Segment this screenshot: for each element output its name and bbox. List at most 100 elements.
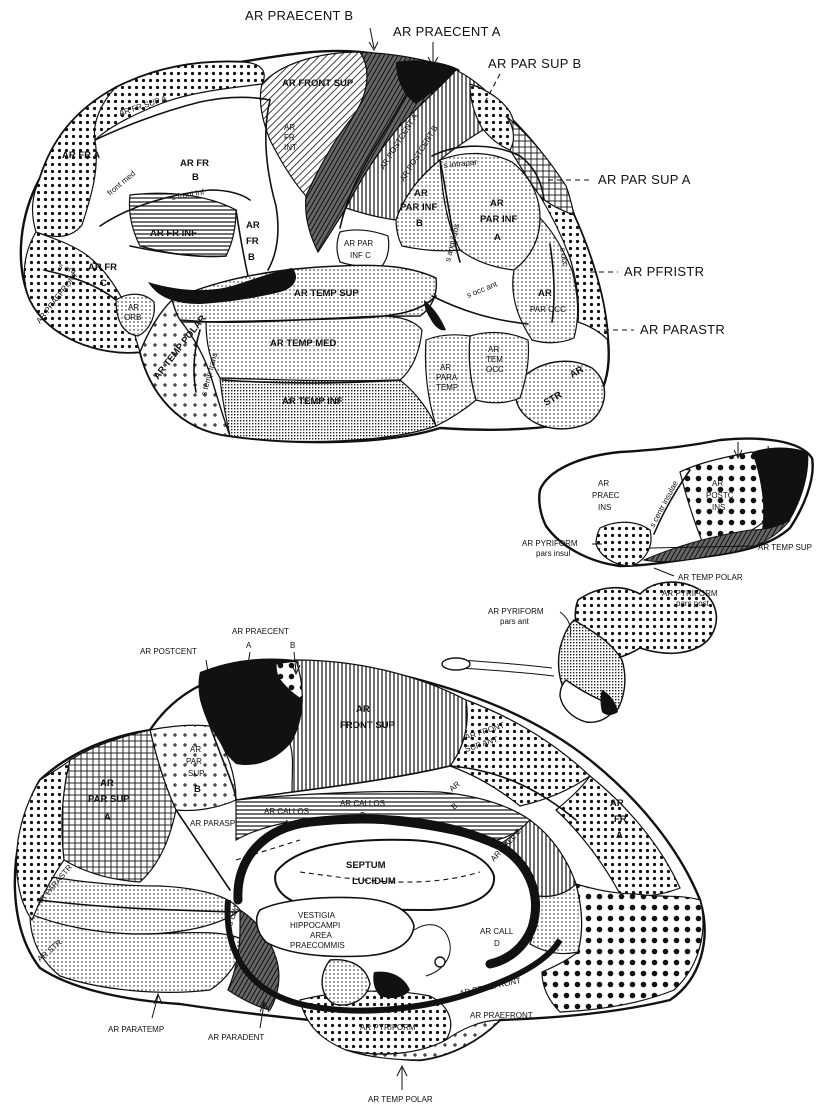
label-medial-callos-a-2: A [284, 819, 290, 828]
callout-parastr: AR PARASTR [640, 322, 725, 337]
label-medial-praecent-a: A [246, 641, 252, 650]
label-fr-c-1: AR FR [88, 262, 117, 273]
label-medial-paradent: AR PARADENT [208, 1033, 264, 1042]
label-medial-par-sup-b-3: SUP [188, 769, 204, 778]
label-fr-a: AR FR A [62, 150, 100, 161]
label-medial-fr-a-3: A [616, 830, 623, 841]
optic-nerve [460, 660, 554, 676]
label-par-inf-b-1: AR [414, 188, 428, 199]
label-fr-c-2: C [100, 278, 107, 289]
label-fr-int-1: AR [284, 123, 295, 132]
label-vestigia-3: AREA [310, 931, 332, 940]
label-medial-front-sup-2: FRONT SUP [340, 720, 396, 731]
label-fr-b2-1: AR [246, 220, 260, 231]
label-medial-call-d-2: D [494, 939, 500, 948]
label-medial-par-sup-b-4: B [194, 784, 201, 795]
label-medial-temp-polar: AR TEMP POLAR [368, 1095, 433, 1104]
callout-praecent-a: AR PRAECENT A [393, 24, 501, 39]
label-medial-fr-a-1: AR [610, 798, 624, 809]
callout-par-sup-b: AR PAR SUP B [488, 56, 581, 71]
ar-pyriform-insul-region [596, 522, 651, 566]
label-medial-call-d-1: AR CALL [480, 927, 514, 936]
label-medial-praecent: AR PRAECENT [232, 627, 289, 636]
label-fr-inf: AR FR INF [150, 228, 197, 239]
label-medial-parasp: AR PARASPL [190, 819, 240, 828]
label-postc-ins-2: POSTC [706, 491, 734, 500]
label-pyriform-insul-2: pars insul [536, 549, 570, 558]
label-insula-temp-sup: AR TEMP SUP [758, 543, 812, 552]
label-fr-b-1: AR FR [180, 158, 209, 169]
ar-fr-inf-region [129, 193, 236, 256]
label-septum-2: LUCIDUM [352, 876, 396, 887]
diagonal-dash [236, 840, 300, 860]
anterior-commissure [435, 957, 445, 967]
label-s-occ-ant: s occ ant [465, 279, 499, 300]
callout-par-sup-a: AR PAR SUP A [598, 172, 691, 187]
temp-black-notch [424, 300, 446, 330]
label-medial-par-sup-b-1: AR [190, 745, 201, 754]
arrow-medial-paratemp [152, 994, 162, 1018]
arrow-medial-temp-polar [397, 1066, 407, 1090]
label-medial-praecent-b: B [290, 641, 295, 650]
label-fr-int-3: INT [284, 143, 297, 152]
label-praec-ins-2: PRAEC [592, 491, 620, 500]
label-tem-occ-1: AR [488, 345, 499, 354]
sulcus-occ-ant [432, 296, 528, 324]
label-medial-par-sup-b-2: PAR [186, 757, 202, 766]
label-s-centr-ins: s centr insulae [648, 479, 680, 529]
label-par-inf-a-2: PAR INF [480, 214, 517, 225]
label-pyriform-insul-1: AR PYRIFORM [522, 539, 578, 548]
midbrain-black [373, 972, 410, 998]
label-vestigia-1: VESTIGIA [298, 911, 336, 920]
label-par-occ-2: PAR OCC [530, 305, 566, 314]
ar-praefront-region [24, 232, 140, 353]
label-vestigia-2: HIPPOCAMPI [290, 921, 340, 930]
label-medial-praefront-2: AR PRAEFRONT [470, 1011, 533, 1020]
label-tem-occ-3: OCC [486, 365, 504, 374]
label-pyriform-post-2: pars post [676, 599, 710, 608]
label-medial-pyriform: AR PYRIFORM [360, 1023, 416, 1032]
label-para-temp-2: PARA [436, 373, 458, 382]
label-front-sup: AR FRONT SUP [282, 78, 354, 89]
label-orb-2: ORB [124, 313, 141, 322]
optic-nerve-end [442, 658, 470, 670]
label-temp-inf: AR TEMP INF [282, 396, 343, 407]
label-fr-int-2: FR [284, 133, 295, 142]
callout-praecent-b: AR PRAECENT B [245, 8, 353, 23]
label-par-inf-c-1: AR PAR [344, 239, 373, 248]
label-septum-1: SEPTUM [346, 860, 386, 871]
label-medial-par-sup-a-2: PAR SUP [88, 794, 130, 805]
label-insula-temp-polar: AR TEMP POLAR [678, 573, 743, 582]
label-medial-paratemp: AR PARATEMP [108, 1025, 164, 1034]
lead-insula-temp-polar [654, 568, 674, 576]
label-praec-ins-1: AR [598, 479, 609, 488]
label-praec-ins-3: INS [598, 503, 611, 512]
label-medial-callos-b-2: B [360, 811, 365, 820]
label-postc-ins-1: AR [712, 479, 723, 488]
label-par-inf-c-2: INF C [350, 251, 371, 260]
label-para-temp-1: AR [440, 363, 451, 372]
ar-par-inf-c-region [337, 230, 389, 267]
label-medial-callos-b-1: AR CALLOS [340, 799, 385, 808]
label-medial-praefront-1: AR PRAEFRONT [459, 976, 522, 998]
label-pyriform-ant-1: AR PYRIFORM [488, 607, 544, 616]
label-medial-front-sup-1: AR [356, 704, 370, 715]
insula-view: AR PRAEC INS AR POSTC INS s centr insula… [442, 439, 813, 723]
label-fr-b2-3: B [248, 252, 255, 263]
label-par-inf-b-2: PAR INF [400, 202, 437, 213]
label-postc-ins-3: INS [712, 503, 725, 512]
label-tem-occ-2: TEM [486, 355, 503, 364]
label-pyriform-ant-2: pars ant [500, 617, 530, 626]
label-par-inf-a-3: A [494, 232, 501, 243]
label-medial-ar-b-1: AR [448, 779, 462, 793]
label-vestigia-4: PRAECOMMIS [290, 941, 345, 950]
label-medial-postcent: AR POSTCENT [140, 647, 197, 656]
ar-par-sup-b-region [470, 84, 515, 150]
label-medial-par-sup-a-3: A [104, 812, 111, 823]
label-orb-1: AR [128, 303, 139, 312]
label-fr-b-2: B [192, 172, 199, 183]
arrow-praecent-b [369, 28, 378, 50]
label-medial-fr-a-2: FR [614, 814, 627, 825]
callout-pfristr: AR PFRISTR [624, 264, 704, 279]
